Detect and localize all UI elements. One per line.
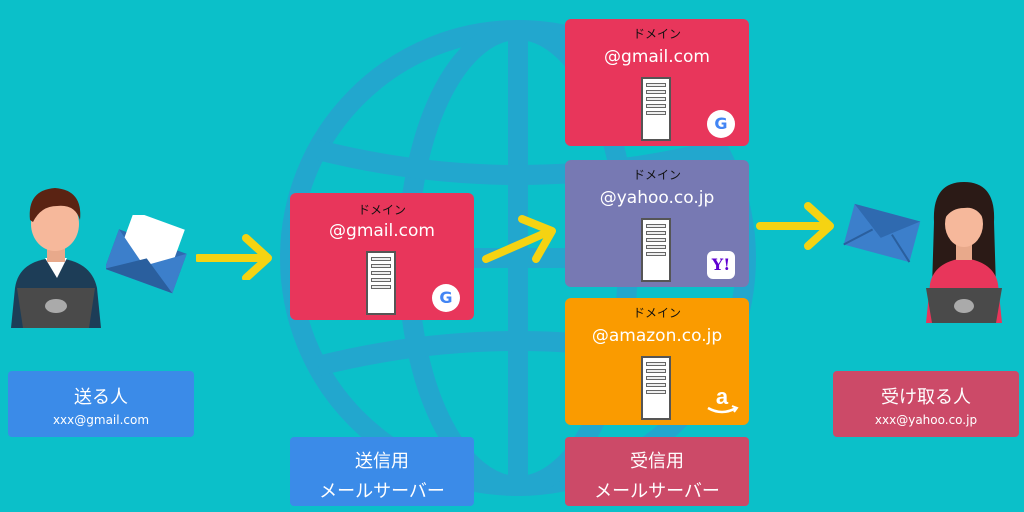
receive-server-yahoo-card: ドメイン @yahoo.co.jp Y! bbox=[565, 160, 749, 287]
domain-label: ドメイン bbox=[632, 306, 681, 320]
sender-person-icon bbox=[11, 188, 101, 328]
domain-label: ドメイン bbox=[357, 203, 406, 217]
caption-line1: 送信用 bbox=[355, 451, 409, 472]
closed-envelope-icon bbox=[843, 203, 921, 263]
send-server-caption: 送信用 メールサーバー bbox=[290, 437, 474, 506]
caption-line1: 受信用 bbox=[630, 451, 684, 472]
receive-server-amazon-card: ドメイン @amazon.co.jp a bbox=[565, 298, 749, 425]
domain-address: @gmail.com bbox=[329, 221, 435, 241]
send-server-card: ドメイン @gmail.com G bbox=[290, 193, 474, 320]
yahoo-logo-icon: Y! bbox=[707, 251, 735, 279]
arrow-right-icon bbox=[196, 234, 272, 280]
server-rack-icon bbox=[641, 77, 671, 141]
domain-label: ドメイン bbox=[632, 168, 681, 182]
sender-email: xxx@gmail.com bbox=[52, 413, 150, 427]
google-logo-icon: G bbox=[432, 284, 460, 312]
domain-address: @yahoo.co.jp bbox=[599, 188, 715, 208]
domain-address: @gmail.com bbox=[604, 47, 710, 67]
caption-line2: メールサーバー bbox=[594, 481, 720, 502]
svg-text:a: a bbox=[716, 386, 729, 409]
amazon-logo-icon: a bbox=[707, 386, 739, 414]
receiver-title: 受け取る人 bbox=[881, 387, 971, 408]
open-envelope-icon bbox=[106, 215, 187, 294]
sender-label: 送る人 xxx@gmail.com bbox=[8, 371, 194, 437]
arrow-right-icon bbox=[756, 202, 834, 250]
sender-title: 送る人 bbox=[74, 387, 128, 408]
google-logo-icon: G bbox=[707, 110, 735, 138]
server-rack-icon bbox=[641, 218, 671, 282]
receiver-email: xxx@yahoo.co.jp bbox=[874, 413, 978, 427]
caption-line2: メールサーバー bbox=[319, 481, 445, 502]
server-rack-icon bbox=[366, 251, 396, 315]
arrow-right-icon bbox=[482, 215, 556, 263]
domain-label: ドメイン bbox=[632, 27, 681, 41]
server-rack-icon bbox=[641, 356, 671, 420]
receive-server-caption: 受信用 メールサーバー bbox=[565, 437, 749, 506]
receiver-person-icon bbox=[926, 182, 1002, 323]
receiver-label: 受け取る人 xxx@yahoo.co.jp bbox=[833, 371, 1019, 437]
domain-address: @amazon.co.jp bbox=[591, 326, 723, 346]
receive-server-gmail-card: ドメイン @gmail.com G bbox=[565, 19, 749, 146]
